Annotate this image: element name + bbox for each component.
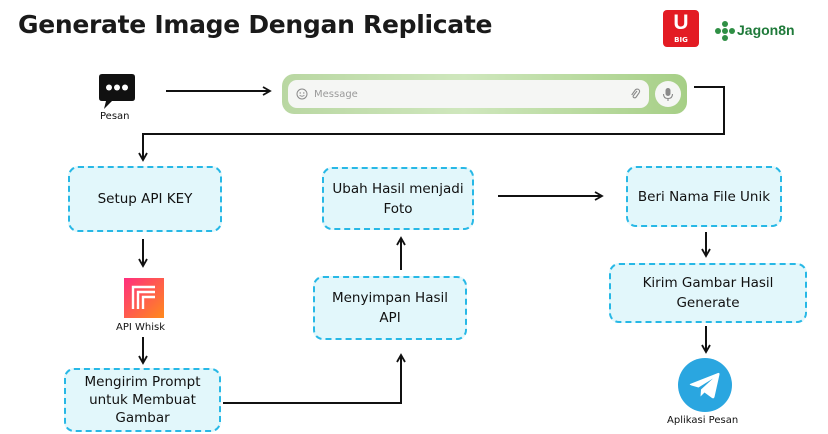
attachment-icon[interactable]: [629, 87, 641, 101]
node-kirim-gambar: Kirim Gambar Hasil Generate: [609, 263, 807, 323]
node-kirim-prompt: Mengirim Prompt untuk Membuat Gambar: [64, 368, 221, 432]
node-menyimpan-hasil: Menyimpan Hasil API: [313, 276, 467, 340]
node-beri-nama-file: Beri Nama File Unik: [626, 166, 782, 227]
chat-bubble-icon: [99, 74, 135, 109]
node-kirim-gambar-label: Kirim Gambar Hasil Generate: [642, 275, 774, 311]
node-ubah-label: Ubah Hasil menjadi Foto: [332, 180, 464, 217]
arrow-message-to-setup: [138, 86, 725, 162]
api-whisk-logo-icon: [124, 278, 164, 318]
mic-button[interactable]: [655, 81, 681, 107]
node-setup-label: Setup API KEY: [97, 191, 193, 207]
pesan-label: Pesan: [100, 111, 130, 122]
message-placeholder: Message: [314, 88, 358, 100]
message-input[interactable]: Message: [288, 80, 649, 108]
arrow-kirim-to-simpan: [223, 353, 406, 404]
api-whisk-label: API Whisk: [116, 322, 166, 333]
jagon-logo-text: Jagon8n: [737, 22, 795, 38]
page-title: Generate Image Dengan Replicate: [18, 10, 493, 39]
mic-icon: [662, 87, 674, 101]
node-nama-file-label: Beri Nama File Unik: [637, 188, 771, 205]
aplikasi-pesan-label: Aplikasi Pesan: [667, 415, 739, 426]
node-kirim-prompt-label: Mengirim Prompt untuk Membuat Gambar: [84, 374, 201, 426]
node-ubah-hasil: Ubah Hasil menjadi Foto: [322, 167, 474, 230]
node-simpan-label: Menyimpan Hasil API: [331, 290, 449, 326]
telegram-icon: [678, 358, 732, 412]
node-setup-api-key: Setup API KEY: [68, 166, 222, 232]
message-bar: Message: [282, 74, 687, 114]
ubig-logo: U BIG: [663, 10, 699, 47]
emoji-icon[interactable]: [296, 88, 308, 100]
jagon-logo-icon: [715, 21, 735, 41]
